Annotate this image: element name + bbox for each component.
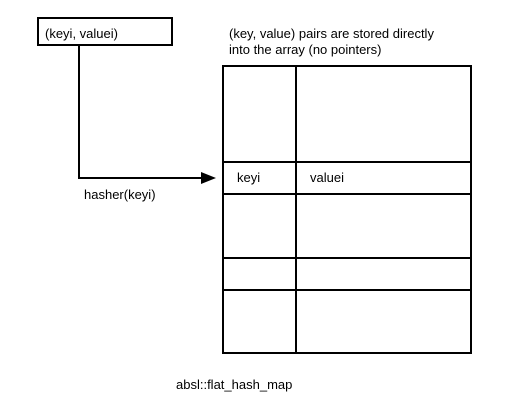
diagram-caption: absl::flat_hash_map <box>176 377 293 392</box>
arrowhead <box>201 172 216 184</box>
hasher-label: hasher(keyi) <box>84 187 156 202</box>
array-value-cell: valuei <box>310 170 344 185</box>
array-key-cell: keyi <box>237 170 261 185</box>
input-pair-label: (keyi, valuei) <box>45 26 118 41</box>
description-line-2: into the array (no pointers) <box>229 42 382 57</box>
description-line-1: (key, value) pairs are stored directly <box>229 26 434 41</box>
array-frame <box>222 65 472 354</box>
input-pair-box <box>37 17 173 46</box>
